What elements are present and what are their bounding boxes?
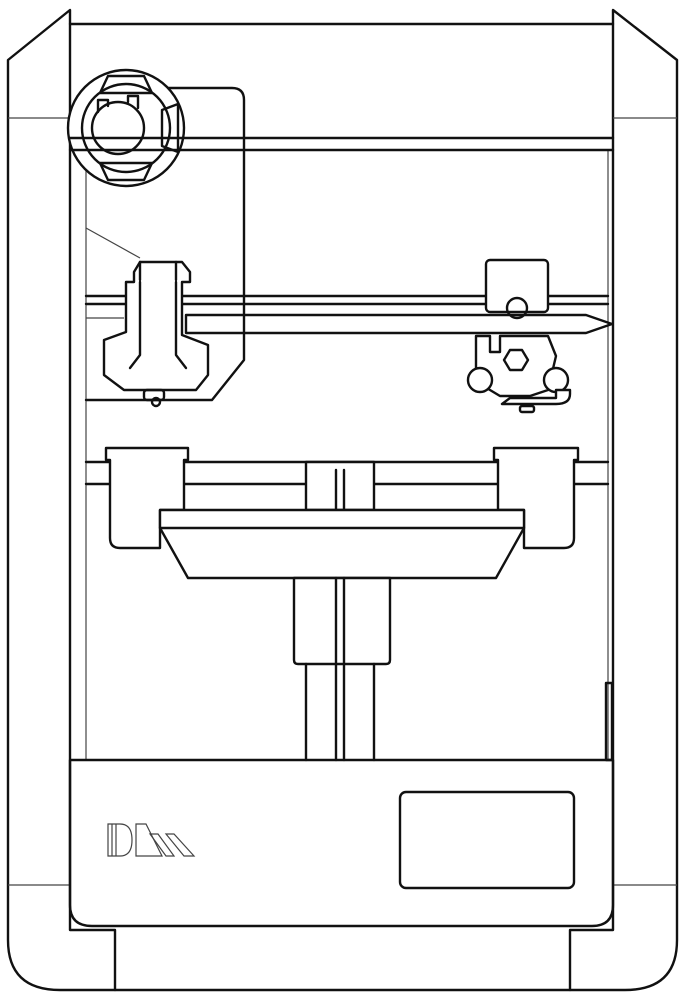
build-plate <box>158 508 526 580</box>
right-carriage <box>466 258 572 414</box>
printer-base <box>68 758 615 928</box>
x-shaft <box>184 313 614 335</box>
left-bearing-block <box>104 446 190 550</box>
display-screen <box>398 790 576 890</box>
plate-lift-arm <box>292 576 392 666</box>
extruder-back-panel <box>84 86 246 402</box>
brand-logo <box>107 823 196 857</box>
frame-right-side <box>568 8 679 992</box>
filament-guide <box>85 227 141 259</box>
print-head <box>102 260 210 408</box>
filament-spool <box>66 68 186 188</box>
side-slot <box>604 681 614 762</box>
z-column <box>304 460 376 512</box>
